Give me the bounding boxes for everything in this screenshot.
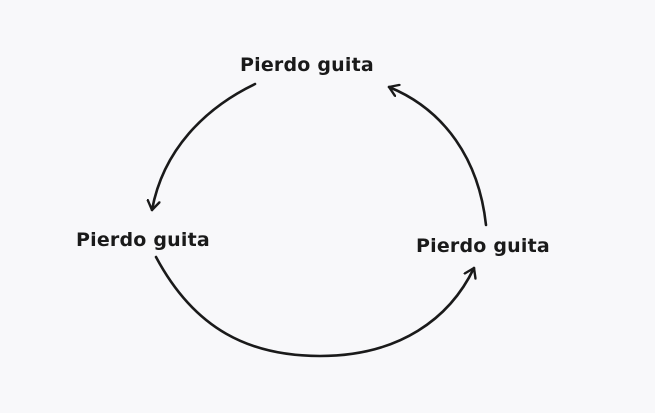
arrow-left-to-right [154, 255, 474, 358]
node-label-left: Pierdo guita [76, 229, 210, 251]
arrow-top-to-left [152, 82, 257, 212]
node-label-top: Pierdo guita [240, 54, 374, 76]
arrow-right-to-top [387, 87, 488, 227]
node-label-right: Pierdo guita [416, 235, 550, 257]
